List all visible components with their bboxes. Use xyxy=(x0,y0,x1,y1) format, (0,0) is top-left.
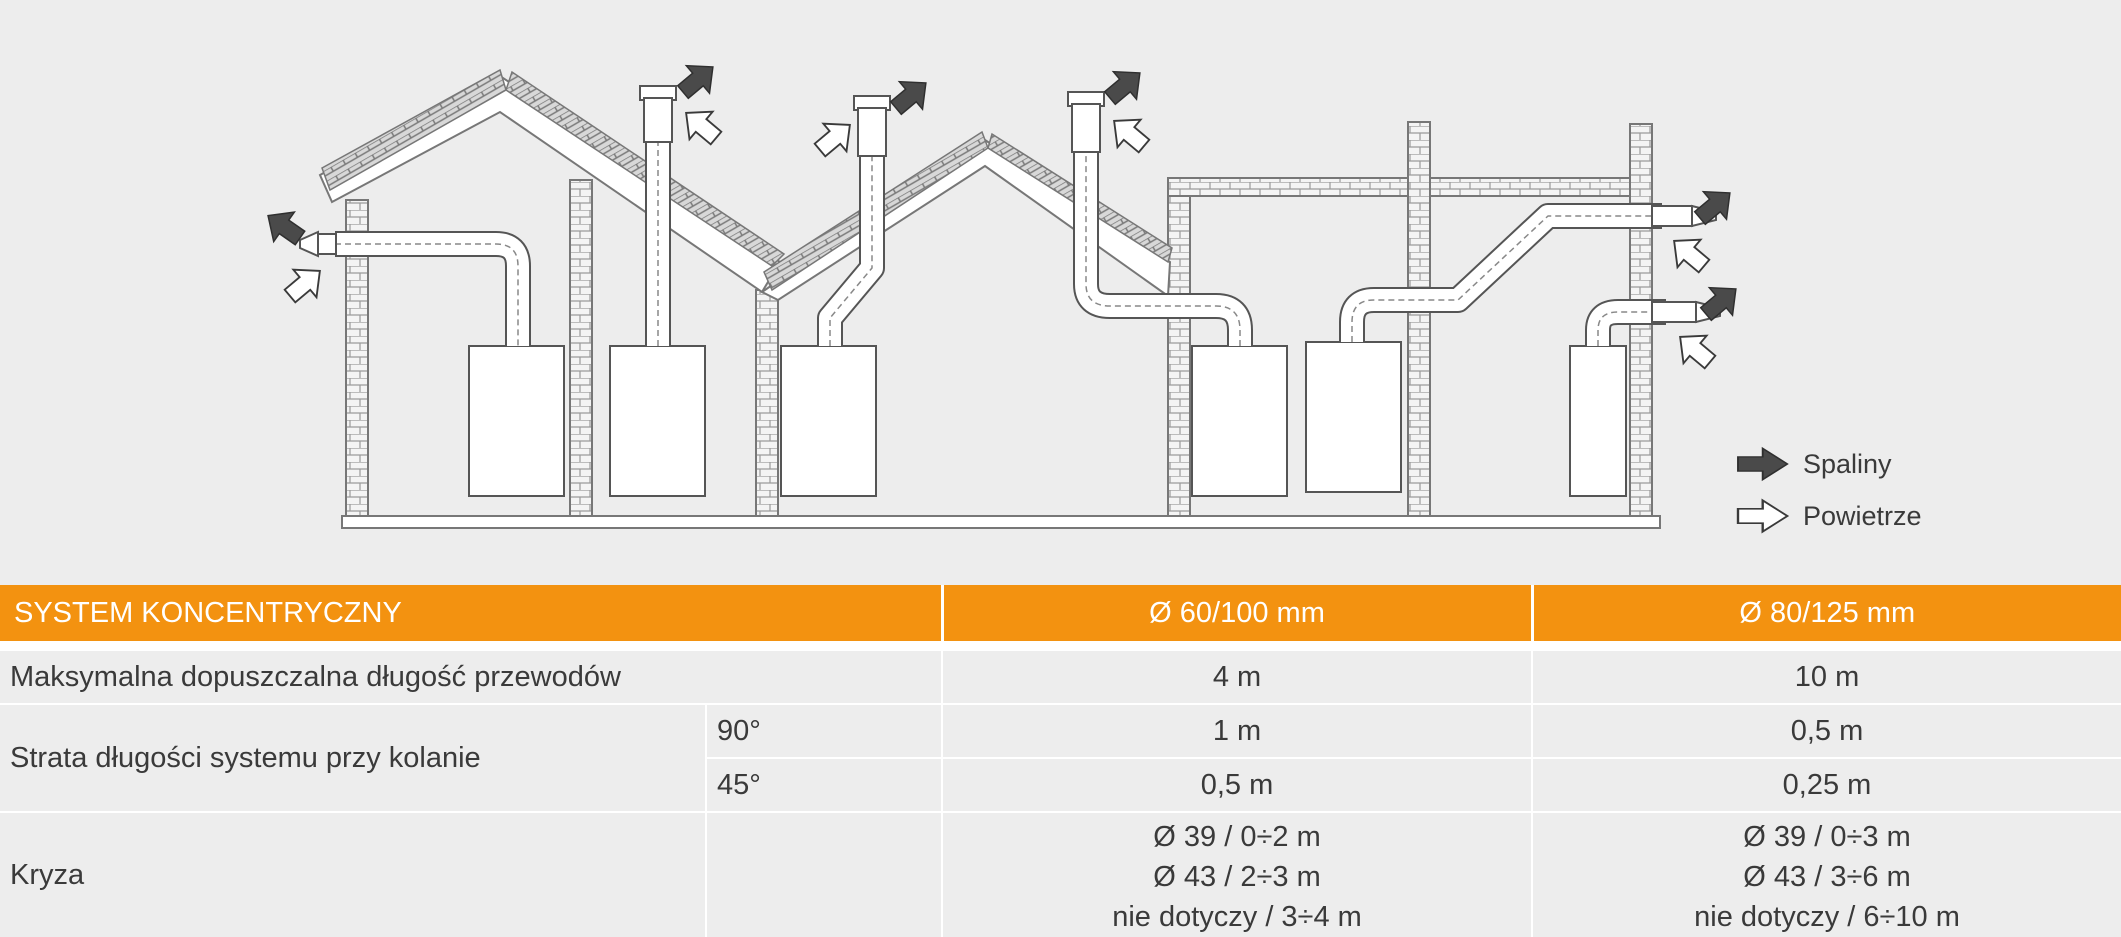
kryza-line: Ø 43 / 2÷3 m xyxy=(1153,861,1321,893)
wall xyxy=(569,179,593,517)
cell-max-length-80: 10 m xyxy=(1532,641,2121,704)
boiler xyxy=(1191,345,1288,497)
kryza-line: nie dotyczy / 6÷10 m xyxy=(1694,901,1960,933)
kryza-line: Ø 43 / 3÷6 m xyxy=(1743,861,1911,893)
boiler xyxy=(1569,345,1627,497)
table-row: Kryza Ø 39 / 0÷2 m Ø 43 / 2÷3 m nie doty… xyxy=(0,811,2121,937)
header-col-60-100: Ø 60/100 mm xyxy=(942,585,1534,646)
wall-terminal xyxy=(317,233,337,255)
kryza-line: nie dotyczy / 3÷4 m xyxy=(1112,901,1362,933)
cell-loss-45-80: 0,25 m xyxy=(1532,757,2121,812)
cell-max-length-60: 4 m xyxy=(942,641,1534,704)
row-label-elbow-loss: Strata długości systemu przy kolanie xyxy=(0,703,707,812)
wall-terminal xyxy=(1651,301,1697,323)
wall xyxy=(1407,121,1431,517)
cell-kryza-empty xyxy=(706,811,944,937)
table-row: Maksymalna dopuszczalna długość przewodó… xyxy=(0,641,2121,704)
table-row: 45° 0,5 m 0,25 m xyxy=(0,757,2121,812)
boiler xyxy=(609,345,706,497)
flue-legend-icon xyxy=(1737,447,1789,481)
roof-terminal xyxy=(643,97,673,143)
boiler xyxy=(468,345,565,497)
roof-tiles xyxy=(321,68,507,192)
boilers xyxy=(468,341,1627,497)
roof-terminal xyxy=(1071,103,1101,153)
table-row: Strata długości systemu przy kolanie 90°… xyxy=(0,703,2121,812)
parapet xyxy=(1167,177,1631,197)
angle-90: 90° xyxy=(706,703,944,758)
ground-slab xyxy=(341,515,1661,529)
legend-air-label: Powietrze xyxy=(1803,501,1922,531)
flue-system-diagram: Spaliny Powietrze xyxy=(256,52,1922,533)
boiler xyxy=(780,345,877,497)
angle-45: 45° xyxy=(706,757,944,812)
header-system: SYSTEM KONCENTRYCZNY xyxy=(0,585,944,646)
cell-loss-90-80: 0,5 m xyxy=(1532,703,2121,758)
wall-terminal xyxy=(1651,205,1693,227)
wall xyxy=(755,289,779,517)
roof-terminal xyxy=(857,107,887,157)
table-header-row: SYSTEM KONCENTRYCZNY Ø 60/100 mm Ø 80/12… xyxy=(0,585,2121,646)
air-legend-icon xyxy=(1736,499,1789,533)
wall xyxy=(345,199,369,517)
kryza-line: Ø 39 / 0÷3 m xyxy=(1743,821,1911,853)
row-label-kryza: Kryza xyxy=(0,811,707,937)
cell-kryza-80: Ø 39 / 0÷3 m Ø 43 / 3÷6 m nie dotyczy / … xyxy=(1532,811,2121,937)
legend: Spaliny Powietrze xyxy=(1736,447,1922,533)
wall xyxy=(1167,184,1191,517)
boiler xyxy=(1305,341,1402,493)
cell-loss-45-60: 0,5 m xyxy=(942,757,1534,812)
flue-pipes xyxy=(335,100,1666,346)
kryza-line: Ø 39 / 0÷2 m xyxy=(1153,821,1321,853)
wall-terminal-cone xyxy=(299,230,319,258)
legend-flue-label: Spaliny xyxy=(1803,449,1892,479)
cell-loss-90-60: 1 m xyxy=(942,703,1534,758)
row-label-max-length: Maksymalna dopuszczalna długość przewodó… xyxy=(0,641,944,704)
cell-kryza-60: Ø 39 / 0÷2 m Ø 43 / 2÷3 m nie dotyczy / … xyxy=(942,811,1534,937)
spec-table: SYSTEM KONCENTRYCZNY Ø 60/100 mm Ø 80/12… xyxy=(0,585,2121,937)
header-col-80-125: Ø 80/125 mm xyxy=(1532,585,2121,646)
